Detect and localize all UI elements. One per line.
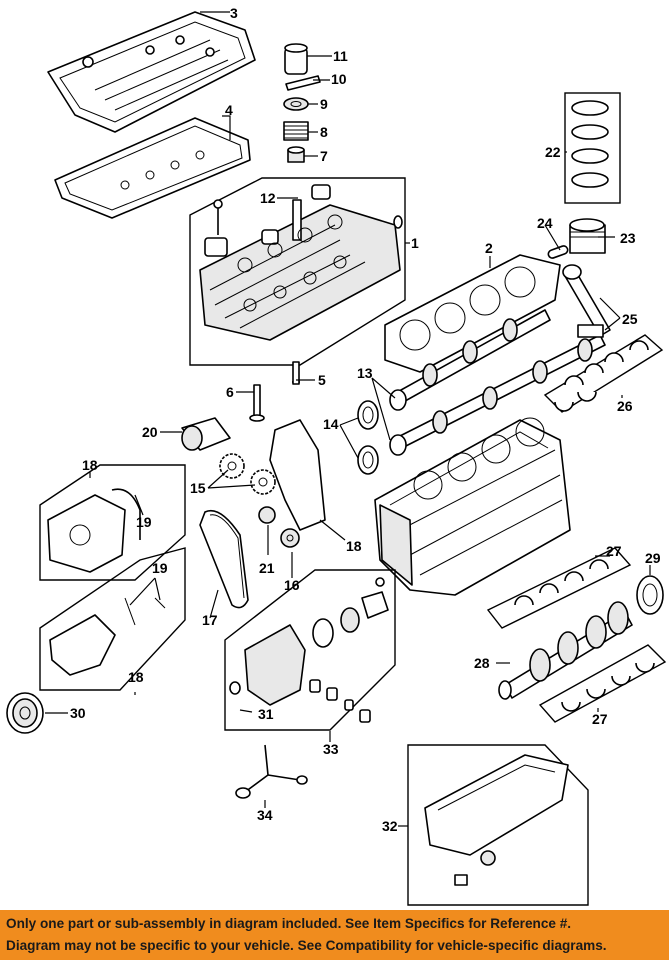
callout-20: 20 [142, 424, 158, 440]
callout-8: 8 [320, 124, 328, 140]
callout-18-middle: 18 [346, 538, 362, 554]
callout-10: 10 [331, 71, 347, 87]
piston [547, 218, 606, 259]
callout-32: 32 [382, 818, 398, 834]
engine-exploded-diagram: 3 4 11 10 9 8 7 12 1 2 5 6 13 14 15 20 1… [6, 5, 667, 906]
rod-bearings [543, 334, 664, 413]
callout-22: 22 [545, 144, 561, 160]
camshafts [389, 309, 606, 456]
callout-29: 29 [645, 550, 661, 566]
main-bearings-upper [486, 547, 632, 629]
callout-24: 24 [537, 215, 553, 231]
callout-30: 30 [70, 705, 86, 721]
callout-6: 6 [226, 384, 234, 400]
callout-33: 33 [323, 741, 339, 757]
disclaimer-line-2: Diagram may not be specific to your vehi… [6, 938, 607, 953]
callout-5: 5 [318, 372, 326, 388]
belt-tensioner [181, 417, 231, 451]
callout-9: 9 [320, 96, 328, 112]
callout-2: 2 [485, 240, 493, 256]
callout-11: 11 [333, 48, 348, 64]
valve-cover-gasket [54, 117, 251, 219]
callout-21: 21 [259, 560, 275, 576]
crankshaft-pulley [6, 692, 44, 734]
callout-34: 34 [257, 807, 273, 823]
callout-31: 31 [258, 706, 274, 722]
rear-timing-cover [269, 419, 326, 531]
disclaimer-banner: Only one part or sub-assembly in diagram… [0, 910, 669, 960]
callout-14: 14 [323, 416, 339, 432]
callout-27-upper: 27 [606, 543, 622, 559]
upper-timing-cover [39, 464, 186, 581]
callout-16: 16 [284, 577, 300, 593]
connecting-rods [562, 264, 611, 338]
callout-4: 4 [225, 102, 233, 118]
callout-27-lower: 27 [592, 711, 608, 727]
head-gasket [384, 254, 561, 373]
callout-17: 17 [202, 612, 218, 628]
lower-timing-cover [39, 547, 186, 691]
oil-pan-group [407, 744, 589, 906]
callout-1: 1 [411, 235, 419, 251]
callout-26: 26 [617, 398, 633, 414]
callout-7: 7 [320, 148, 328, 164]
valve-cover [47, 11, 256, 133]
piston-rings [564, 92, 621, 204]
timing-belt [199, 510, 249, 609]
oil-pickup-tube [235, 744, 308, 799]
callout-labels: 3 4 11 10 9 8 7 12 1 2 5 6 13 14 15 20 1… [70, 5, 661, 834]
callout-3: 3 [230, 5, 238, 21]
disclaimer-line-1: Only one part or sub-assembly in diagram… [6, 916, 572, 931]
main-bearings-lower [538, 644, 667, 723]
crankshaft [498, 601, 633, 700]
engine-block [374, 417, 571, 596]
cam-sprockets [219, 453, 276, 495]
callout-18-upper: 18 [82, 457, 98, 473]
callout-28: 28 [474, 655, 490, 671]
rear-main-seal [636, 575, 664, 615]
leader-lines [45, 11, 651, 827]
valves [249, 361, 300, 422]
callout-19-lower: 19 [152, 560, 168, 576]
callout-23: 23 [620, 230, 636, 246]
valve-train-stack [283, 43, 321, 163]
cylinder-head-group [189, 177, 406, 366]
callout-25: 25 [622, 311, 638, 327]
callout-18-lower: 18 [128, 669, 144, 685]
idler-pulleys [258, 506, 300, 548]
cam-seals [357, 400, 379, 475]
callout-12: 12 [260, 190, 276, 206]
callout-13: 13 [357, 365, 373, 381]
callout-15: 15 [190, 480, 206, 496]
oil-pump-group [224, 569, 396, 731]
callout-19-upper: 19 [136, 514, 152, 530]
